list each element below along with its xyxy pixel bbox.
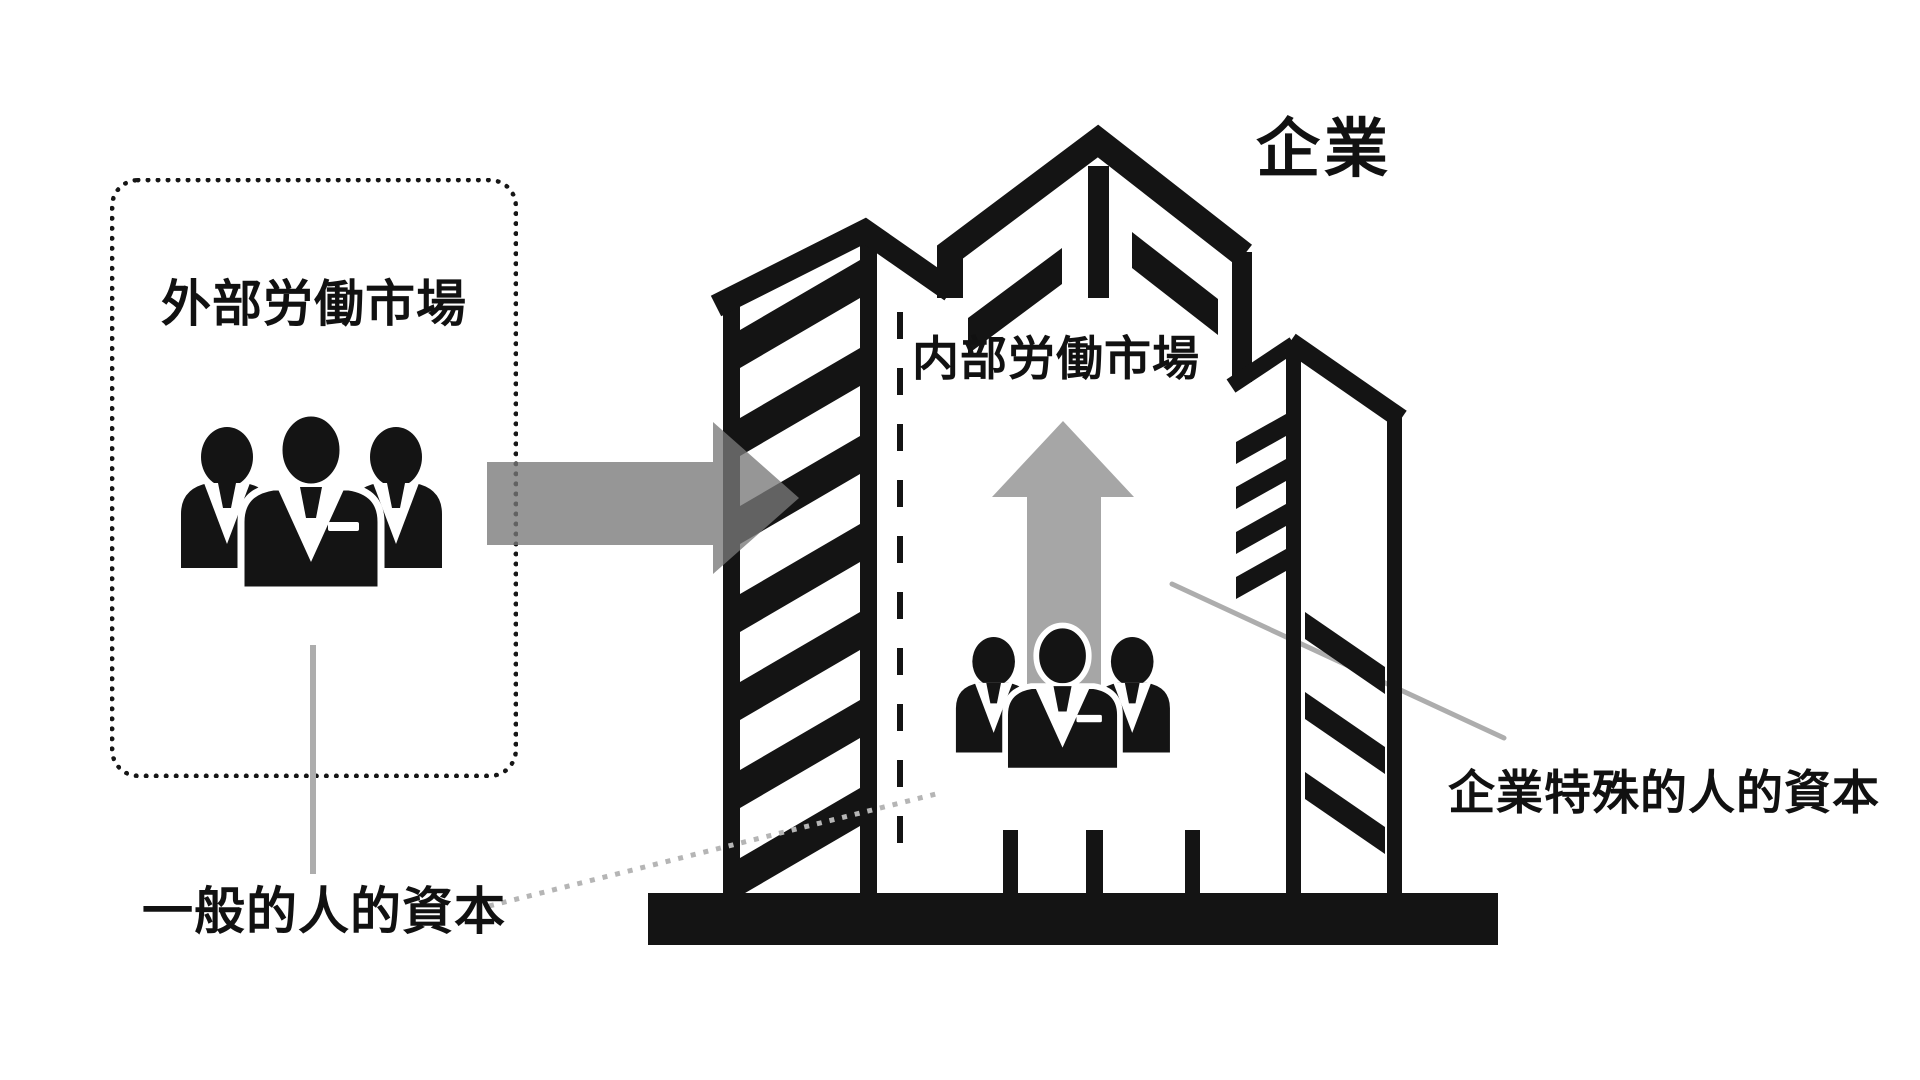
firm-specific-human-capital-label: 企業特殊的人的資本	[1448, 766, 1880, 819]
right-tower	[1226, 333, 1407, 893]
external-market-label: 外部労働市場	[161, 276, 467, 332]
general-human-capital-label: 一般的人的資本	[142, 883, 507, 940]
building-base	[648, 893, 1498, 945]
enterprise-title: 企業	[1256, 113, 1392, 185]
arrow-right-icon	[487, 422, 799, 574]
middle-tower	[897, 124, 1253, 864]
arrow-up-icon	[992, 421, 1134, 690]
internal-market-label: 内部労働市場	[912, 332, 1200, 385]
people-group-icon	[181, 413, 442, 590]
building-icon	[648, 124, 1498, 945]
people-group-icon	[956, 625, 1170, 770]
